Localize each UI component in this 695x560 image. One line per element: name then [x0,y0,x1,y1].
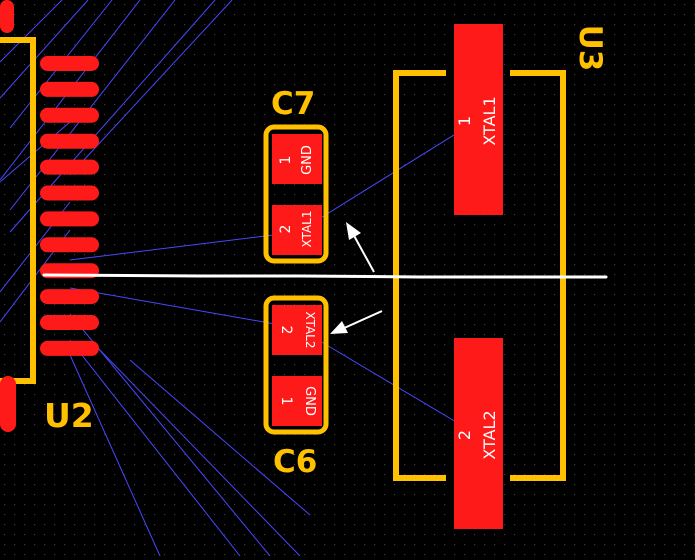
annotation-arrow-down-shaft [341,310,383,330]
c6-pad-2-number: 2 [278,326,294,335]
u2-pin-pad[interactable] [40,289,99,305]
u3-pad-2[interactable] [454,338,503,529]
hand-drawn-annotation [42,222,608,334]
ratsnest-lines [0,0,479,557]
component-u2[interactable]: U2 [0,0,99,435]
u2-pin-pad[interactable] [40,211,99,227]
u3-pad-1-net: XTAL1 [480,96,499,145]
annotation-arrow-up-shaft [351,231,375,273]
c6-pad-2-net: XTAL2 [303,312,317,349]
annotation-arrow-down-head [330,321,348,334]
c7-silkscreen-outline [263,124,329,264]
u3-pad-1-number: 1 [455,116,474,126]
u2-designator: U2 [44,396,94,435]
c6-pad-1-net: GND [302,386,317,416]
u2-pad-bottom-edge[interactable] [0,376,16,432]
c7-pad-2-number: 2 [278,225,294,234]
u2-pin-pad[interactable] [40,159,99,175]
u2-pad-top-edge[interactable] [0,0,14,33]
c7-pad-1[interactable] [272,134,322,184]
u3-pad-2-number: 2 [455,430,474,440]
c7-pad-2[interactable] [272,205,322,255]
u2-pin-pad[interactable] [40,107,99,123]
c6-pad-2[interactable] [272,305,322,355]
u2-pin-pad[interactable] [40,237,99,253]
annotation-arrow-up-head [346,222,361,240]
u2-pin-pad[interactable] [40,315,99,330]
u3-pad-1[interactable] [454,24,503,215]
c6-designator: C6 [273,444,317,480]
u3-designator: U3 [572,25,608,72]
u2-silkscreen-outline [0,37,36,384]
component-c6[interactable]: 2 XTAL2 1 GND C6 [263,295,329,480]
annotation-divider-line [42,273,608,279]
u2-pin-pad[interactable] [40,340,99,356]
u3-pad-2-net: XTAL2 [480,410,499,459]
u2-pin-pad[interactable] [40,81,99,97]
u2-pin-pad[interactable] [40,56,99,71]
c6-pad-1[interactable] [272,376,322,426]
u2-pin-pad[interactable] [40,185,99,201]
c6-silkscreen-outline [263,295,329,435]
c7-pad-1-number: 1 [278,156,294,165]
c7-designator: C7 [271,86,315,122]
c7-pad-1-net: GND [300,145,315,175]
c7-pad-2-net: XTAL1 [300,211,314,248]
c6-pad-1-number: 1 [278,397,294,406]
component-c7[interactable]: C7 1 GND 2 XTAL1 [263,86,329,264]
u2-pin-pad[interactable] [40,133,99,149]
